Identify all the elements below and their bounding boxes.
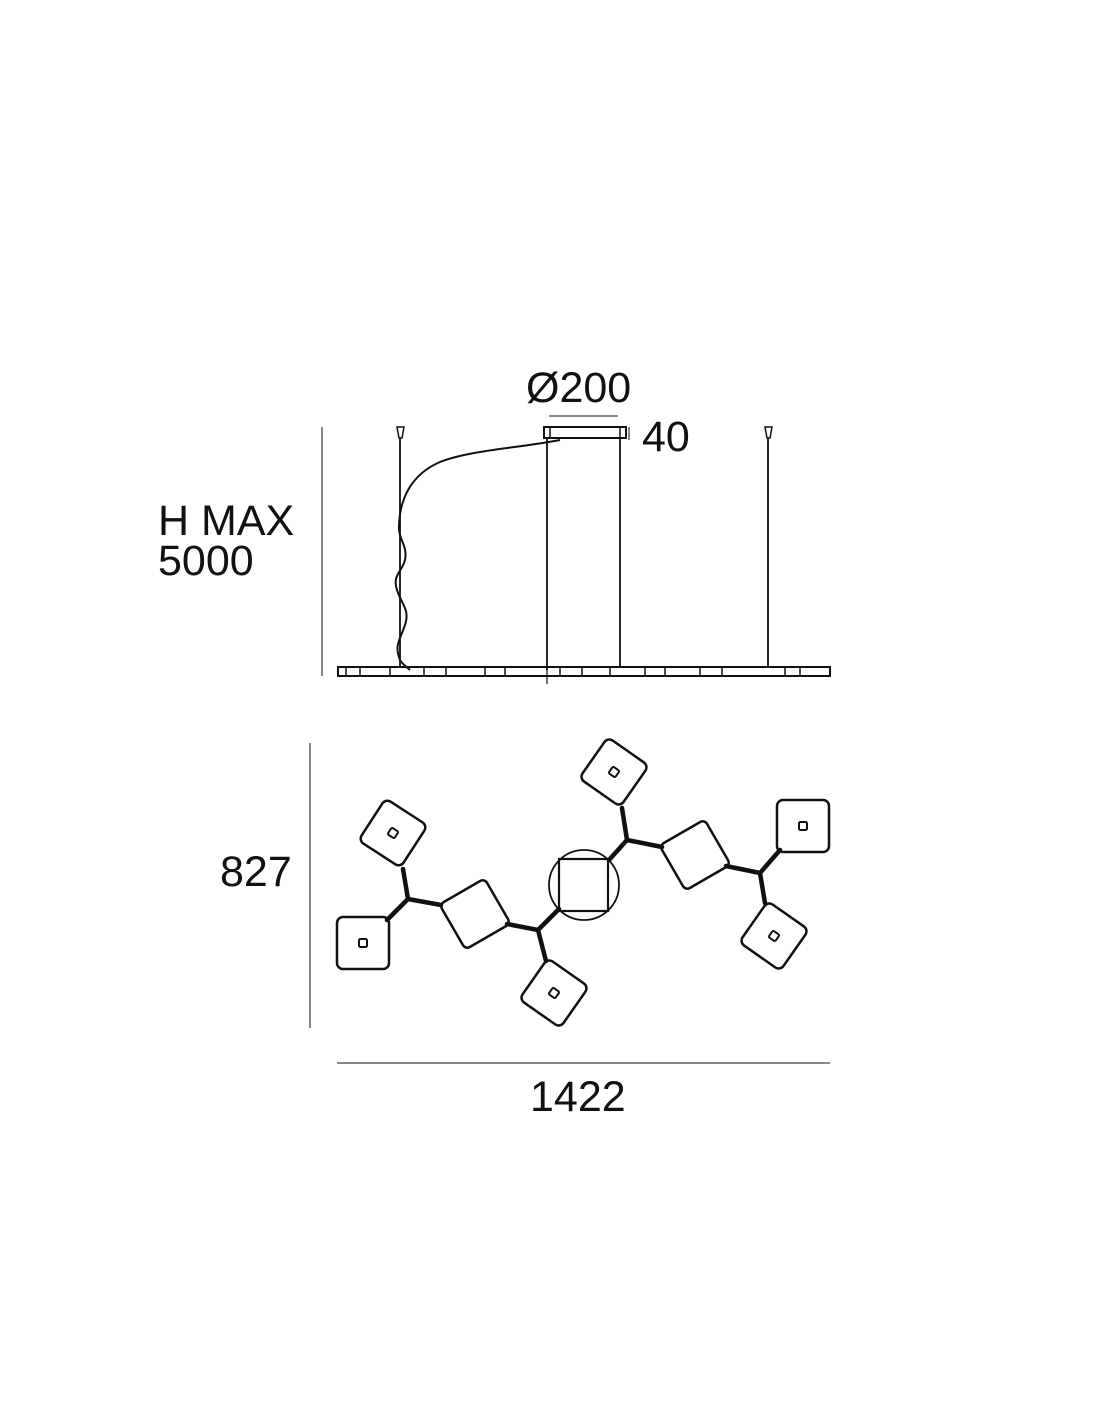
panel bbox=[660, 820, 730, 890]
luminaire-body-side bbox=[337, 666, 831, 677]
lamp-head bbox=[580, 738, 648, 806]
connector-arms bbox=[384, 805, 783, 964]
width-label: 1422 bbox=[530, 1073, 626, 1121]
lamp-head bbox=[359, 799, 427, 867]
ceiling-anchor-right bbox=[764, 426, 773, 668]
ceiling-anchor-left bbox=[396, 426, 405, 668]
height-label-line2: 5000 bbox=[158, 537, 254, 585]
lamp-head bbox=[335, 915, 391, 971]
diameter-label: Ø200 bbox=[526, 364, 631, 412]
canopy-height-label: 40 bbox=[642, 413, 690, 461]
lamp-head bbox=[520, 959, 588, 1027]
depth-label: 827 bbox=[220, 848, 292, 896]
central-canopy-marker bbox=[548, 849, 620, 921]
panel bbox=[440, 879, 510, 949]
lamp-head bbox=[740, 902, 808, 970]
height-label-line1: H MAX bbox=[158, 497, 294, 545]
side-view: Ø200 40 H MAX 5000 bbox=[158, 364, 831, 684]
lamp-head bbox=[775, 798, 831, 854]
top-view: 827 1422 bbox=[220, 738, 831, 1121]
power-cable bbox=[394, 439, 561, 671]
ceiling-canopy bbox=[543, 426, 627, 439]
